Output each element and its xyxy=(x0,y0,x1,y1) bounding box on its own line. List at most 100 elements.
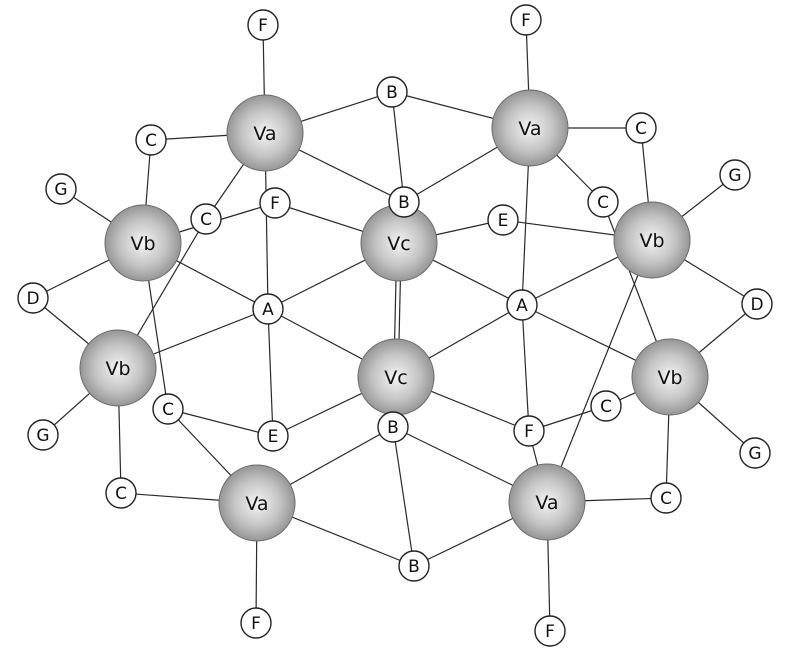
atom-fT1: F xyxy=(247,9,279,41)
bond-bT-bM xyxy=(391,91,405,203)
atom-aL: A xyxy=(252,293,284,325)
small-atom-circle xyxy=(590,390,622,422)
atom-label: C xyxy=(115,484,127,504)
atom-label: E xyxy=(268,427,279,447)
atom-cLL: C xyxy=(152,393,184,425)
atom-cMR: C xyxy=(587,186,619,218)
large-atom-circle xyxy=(491,89,569,167)
small-atom-circle xyxy=(252,293,284,325)
large-atom-circle xyxy=(613,201,691,279)
atom-label: Va xyxy=(535,492,558,514)
atom-label: Vb xyxy=(130,233,155,255)
atom-label: Vc xyxy=(384,367,407,389)
small-atom-circle xyxy=(105,477,137,509)
atom-label: B xyxy=(408,557,420,577)
atom-eR: E xyxy=(487,204,519,236)
small-atom-circle xyxy=(398,550,430,582)
small-atom-circle xyxy=(259,187,291,219)
atom-label: Vb xyxy=(639,230,664,252)
atom-label: Vb xyxy=(657,367,682,389)
small-atom-circle xyxy=(45,173,77,205)
small-atom-circle xyxy=(17,282,49,314)
small-atom-circle xyxy=(247,9,279,41)
atom-bL: B xyxy=(377,411,409,443)
atom-label: Vc xyxy=(387,233,410,255)
large-atom-circle xyxy=(226,94,304,172)
atom-fT2: F xyxy=(510,4,542,36)
small-atom-circle xyxy=(190,203,222,235)
bond-lines xyxy=(32,19,758,632)
atom-label: Va xyxy=(253,123,276,145)
small-atom-circle xyxy=(513,415,545,447)
bond-bL-bB xyxy=(392,426,415,567)
atom-label: F xyxy=(251,614,261,634)
atom-label: B xyxy=(387,418,399,438)
small-atom-circle xyxy=(510,4,542,36)
atom-fB2: F xyxy=(534,615,566,647)
small-atom-circle xyxy=(587,186,619,218)
atom-vc2: Vc xyxy=(357,338,435,416)
small-atom-circle xyxy=(487,204,519,236)
small-atom-circle xyxy=(152,393,184,425)
atom-gTL: G xyxy=(45,173,77,205)
small-atom-circle xyxy=(506,289,538,321)
small-atom-circle xyxy=(376,76,408,108)
atom-label: A xyxy=(516,296,528,316)
atom-eL: E xyxy=(257,420,289,452)
atom-label: D xyxy=(26,289,39,309)
atom-vb2: Vb xyxy=(79,329,157,407)
large-atom-circle xyxy=(508,463,586,541)
atom-label: G xyxy=(728,166,741,186)
atom-label: B xyxy=(386,83,398,103)
atom-label: F xyxy=(521,11,531,31)
small-atom-circle xyxy=(377,411,409,443)
atom-label: G xyxy=(36,426,49,446)
bond-aL-eL xyxy=(267,308,274,437)
small-atom-circle xyxy=(739,437,771,469)
atom-label: C xyxy=(600,397,612,417)
atom-label: G xyxy=(748,444,761,464)
atom-vc1: Vc xyxy=(360,204,438,282)
atom-aR: A xyxy=(506,289,538,321)
atom-vb4: Vb xyxy=(631,338,709,416)
atom-vb1: Vb xyxy=(104,204,182,282)
atom-vb3: Vb xyxy=(613,201,691,279)
atom-label: E xyxy=(498,211,509,231)
large-atom-circle xyxy=(104,204,182,282)
atom-bM: B xyxy=(388,186,420,218)
small-atom-circle xyxy=(240,607,272,639)
atom-gBR: G xyxy=(739,437,771,469)
atom-label: Va xyxy=(245,493,268,515)
atom-dR: D xyxy=(741,288,773,320)
small-atom-circle xyxy=(388,186,420,218)
bond-cLL-eL xyxy=(167,408,274,437)
atom-label: F xyxy=(270,194,280,214)
atom-label: Va xyxy=(518,118,541,140)
atom-cTR: C xyxy=(625,112,657,144)
large-atom-circle xyxy=(218,464,296,542)
atom-label: F xyxy=(524,422,534,442)
small-atom-circle xyxy=(534,615,566,647)
atom-dL: D xyxy=(17,282,49,314)
atom-label: B xyxy=(398,193,410,213)
atom-cBR: C xyxy=(650,482,682,514)
atom-va3: Va xyxy=(218,464,296,542)
atom-label: C xyxy=(597,193,609,213)
atom-bB: B xyxy=(398,550,430,582)
large-atom-circle xyxy=(631,338,709,416)
atom-va4: Va xyxy=(508,463,586,541)
bond-vb3-va4 xyxy=(546,239,653,503)
atom-label: D xyxy=(750,295,763,315)
atom-label: C xyxy=(162,400,174,420)
small-atom-circle xyxy=(625,112,657,144)
atom-fR: F xyxy=(513,415,545,447)
small-atom-circle xyxy=(719,159,751,191)
atom-label: A xyxy=(262,300,274,320)
atom-label: F xyxy=(545,622,555,642)
small-atom-circle xyxy=(650,482,682,514)
atom-fM: F xyxy=(259,187,291,219)
atom-label: C xyxy=(145,131,157,151)
atom-label: C xyxy=(660,489,672,509)
